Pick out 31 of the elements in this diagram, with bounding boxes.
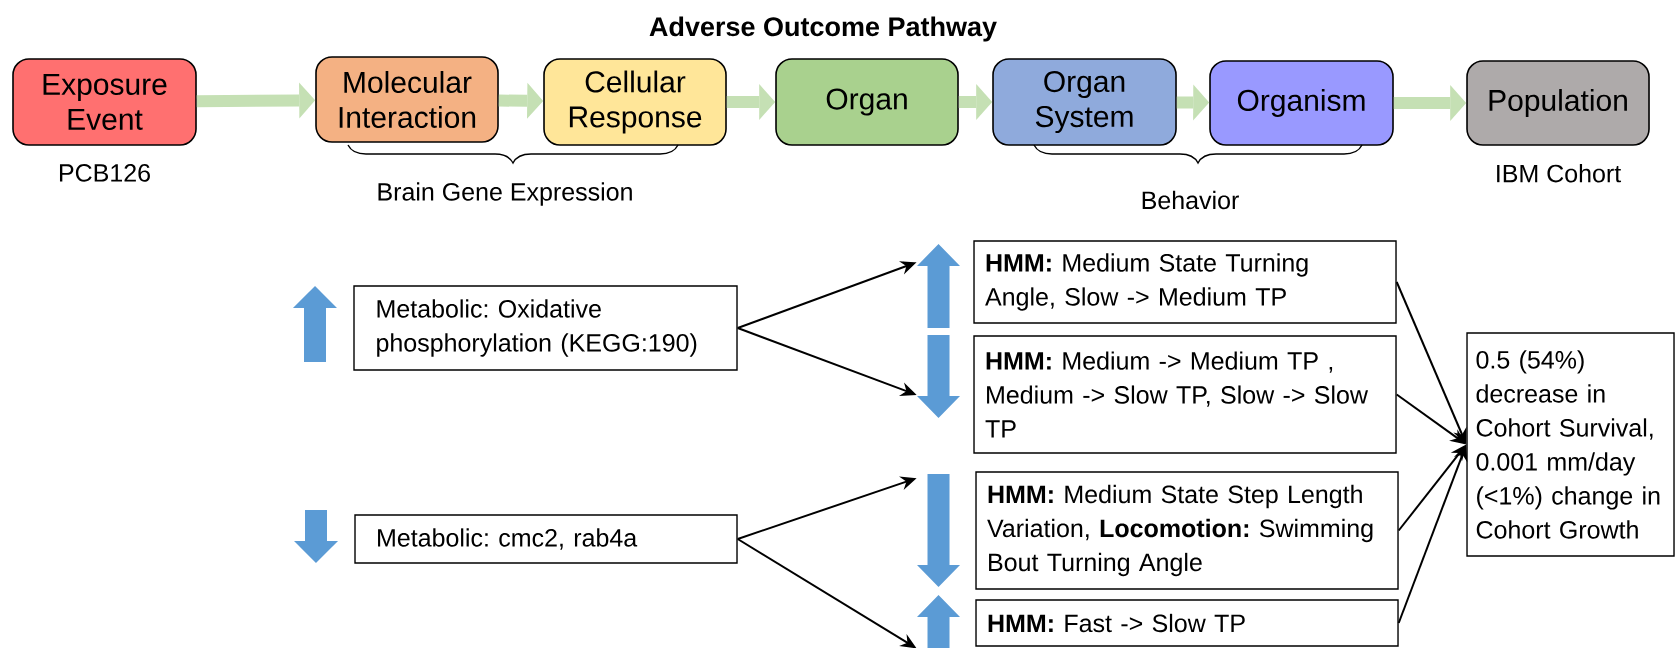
arrow	[196, 82, 316, 119]
block-arrow-icon	[294, 510, 338, 563]
text-box: HMM: Medium State Step Length Variation, Locomotion: Swimming Bout Turning Angle	[975, 471, 1399, 590]
bracket-label: Behavior	[1142, 190, 1239, 210]
caption-text: IBM Cohort	[1497, 164, 1622, 183]
title: Adverse Outcome Pathway	[649, 16, 997, 42]
block-arrow-icon	[917, 595, 960, 648]
arrow	[498, 82, 544, 119]
process-box: Organ	[775, 58, 959, 146]
process-box: Exposure Event	[12, 58, 197, 146]
arrow	[726, 84, 776, 120]
process-box: Organ System	[992, 58, 1177, 146]
text-box: HMM: Medium -> Medium TP , Medium -> Slow TP, Slow -> Slow TP	[973, 335, 1397, 454]
text-box: Metabolic: Oxidative phosphorylation (KEGG:190)	[353, 285, 738, 371]
block-arrow-icon	[917, 474, 960, 587]
text-box: HMM: Medium State Turning Angle, Slow -> Medium TP	[973, 240, 1397, 324]
text-box: HMM: Fast -> Slow TP	[975, 599, 1399, 647]
block-arrow-icon	[917, 335, 960, 418]
text-box: 0.5 (54%) decrease in Cohort Survival, 0.001 mm/day (<1%) change in Cohort Growth	[1466, 332, 1675, 557]
arrow	[958, 84, 993, 120]
block-arrow-icon	[293, 286, 337, 362]
arrow	[1176, 84, 1210, 121]
bracket-label: Brain Gene Expression	[378, 182, 632, 206]
process-box: Population	[1466, 60, 1650, 146]
caption-text: PCB126	[60, 164, 150, 182]
block-arrow-icon	[917, 244, 960, 328]
process-box: Molecular Interaction	[315, 56, 499, 143]
text-box: Metabolic: cmc2, rab4a	[354, 514, 738, 564]
process-box: Cellular Response	[543, 58, 727, 146]
arrow	[1393, 85, 1467, 121]
process-box: Organism	[1209, 60, 1394, 146]
